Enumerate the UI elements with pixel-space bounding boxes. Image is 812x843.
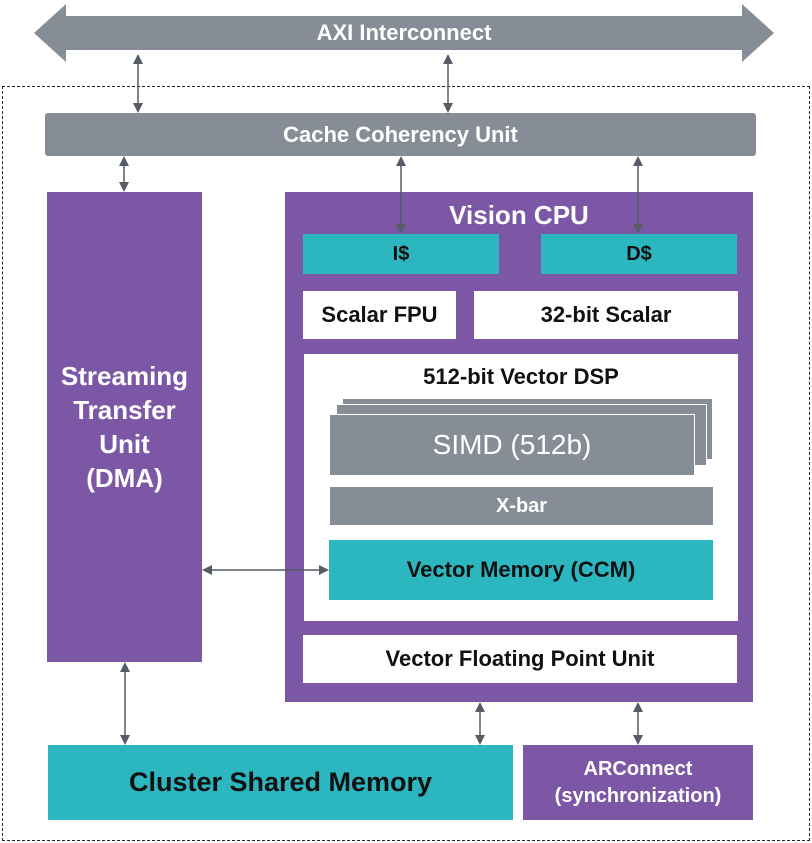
axi-interconnect-arrow xyxy=(34,4,774,62)
vector-dsp-title: 512-bit Vector DSP xyxy=(423,364,619,389)
scalar-32bit: 32-bit Scalar xyxy=(474,291,738,339)
vision-cpu-title: Vision CPU xyxy=(449,199,589,230)
arconnect: ARConnect (synchronization) xyxy=(523,745,753,820)
axi-interconnect-label: AXI Interconnect xyxy=(316,20,492,45)
stu-line-3: Unit xyxy=(99,429,150,459)
stu-line-2: Transfer xyxy=(73,395,176,425)
vector-floating-point-unit: Vector Floating Point Unit xyxy=(303,635,737,683)
vector-memory-ccm: Vector Memory (CCM) xyxy=(329,540,713,600)
arconnect-line-2: (synchronization) xyxy=(554,784,722,807)
simd-unit: SIMD (512b) xyxy=(329,414,695,476)
streaming-transfer-unit: Streaming Transfer Unit (DMA) xyxy=(47,192,202,662)
arconnect-line-1: ARConnect xyxy=(583,757,693,780)
scalar-fpu: Scalar FPU xyxy=(303,291,456,339)
cluster-boundary xyxy=(2,86,810,841)
stu-line-4: (DMA) xyxy=(86,463,163,493)
cluster-shared-memory: Cluster Shared Memory xyxy=(48,745,513,820)
data-cache: D$ xyxy=(541,234,737,274)
x-bar: X-bar xyxy=(330,487,713,525)
cache-coherency-unit: Cache Coherency Unit xyxy=(45,113,756,156)
stu-line-1: Streaming xyxy=(60,361,189,391)
instruction-cache: I$ xyxy=(303,234,499,274)
